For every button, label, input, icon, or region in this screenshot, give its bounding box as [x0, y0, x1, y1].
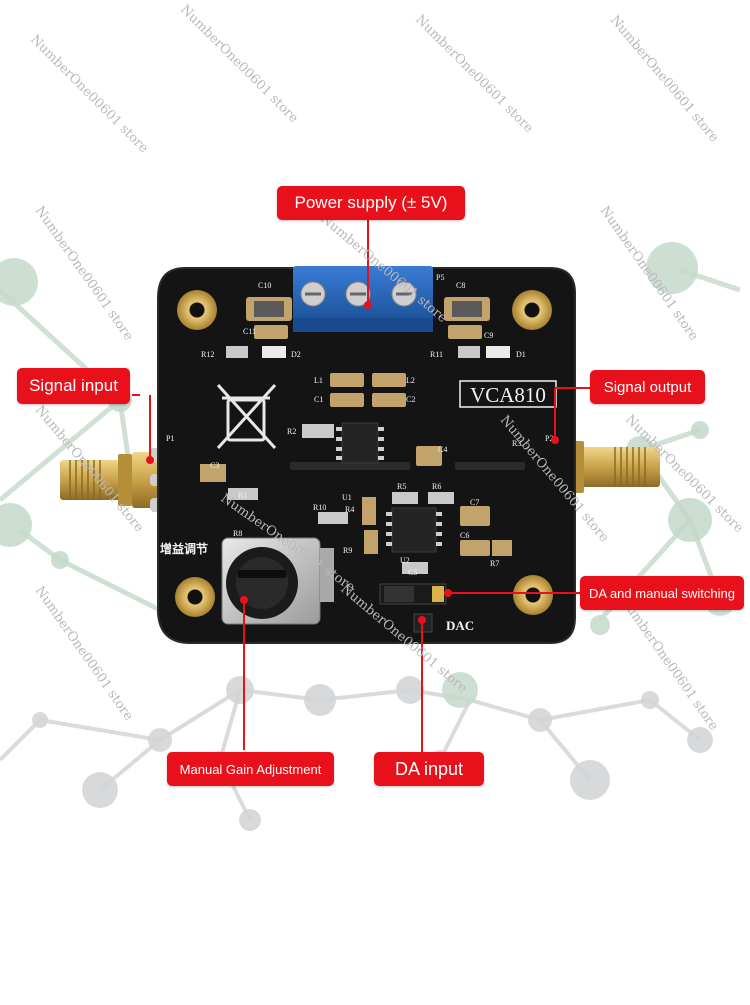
manual-gain-label: Manual Gain Adjustment — [167, 752, 334, 786]
designator-l1: L1 — [314, 376, 323, 385]
designator-u2: U2 — [400, 556, 410, 565]
designator-c10: C10 — [258, 281, 271, 290]
designator-d2: D2 — [291, 350, 301, 359]
designator-c5: C5 — [408, 568, 417, 577]
da-manual-jumper — [379, 583, 447, 633]
designator-c3: C3 — [210, 461, 219, 470]
designator-p5: P5 — [436, 273, 444, 282]
gain-adjust-silkscreen: 增益调节 — [160, 541, 208, 556]
designator-r5: R5 — [397, 482, 406, 491]
annotation-dots — [146, 301, 559, 624]
designator-p1: P1 — [166, 434, 174, 443]
watermark-text: NumberOne00601 store — [32, 584, 136, 724]
designator-p2: P2 — [545, 434, 553, 443]
power-supply-label: Power supply (± 5V) — [277, 186, 465, 220]
designator-c4: C4 — [438, 445, 447, 454]
designator-c9: C9 — [484, 331, 493, 340]
signal-input-label: Signal input — [17, 368, 130, 404]
designator-c7: C7 — [470, 498, 479, 507]
designator-d1: D1 — [516, 350, 526, 359]
designator-r9: R9 — [343, 546, 352, 555]
designator-r6: R6 — [432, 482, 441, 491]
board-model-label: VCA810 — [470, 383, 546, 407]
watermark-text: NumberOne00601 store — [177, 2, 301, 126]
designator-c1: C1 — [314, 395, 323, 404]
dac-silkscreen: DAC — [446, 618, 474, 633]
designator-r10: R10 — [313, 503, 326, 512]
designator-r7: R7 — [490, 559, 499, 568]
signal-output-label: Signal output — [590, 370, 705, 404]
designator-r8: R8 — [233, 529, 242, 538]
designator-c11: C11 — [243, 327, 256, 336]
watermark-text: NumberOne00601 store — [607, 13, 722, 146]
da-manual-switching-label: DA and manual switching — [580, 576, 744, 610]
designator-c2: C2 — [406, 395, 415, 404]
da-input-label: DA input — [374, 752, 484, 786]
power-terminal-block — [293, 266, 433, 332]
smd-components — [200, 297, 512, 574]
weee-bin-icon — [216, 383, 277, 450]
designator-l2: L2 — [406, 376, 415, 385]
watermark-text: NumberOne00601 store — [32, 204, 136, 344]
designator-r4: R4 — [345, 505, 354, 514]
designator-c8: C8 — [456, 281, 465, 290]
annotation-leader-lines — [132, 220, 590, 752]
watermark-text: NumberOne00601 store — [27, 32, 151, 156]
watermark-text: NumberOne00601 store — [412, 12, 536, 136]
designator-r12: R12 — [201, 350, 214, 359]
designator-r2: R2 — [287, 427, 296, 436]
designator-r11: R11 — [430, 350, 443, 359]
gain-potentiometer — [221, 537, 334, 625]
designator-r3: R3 — [512, 439, 521, 448]
designator-u1: U1 — [342, 493, 352, 502]
designator-c6: C6 — [460, 531, 469, 540]
designator-r1: R1 — [238, 491, 247, 500]
